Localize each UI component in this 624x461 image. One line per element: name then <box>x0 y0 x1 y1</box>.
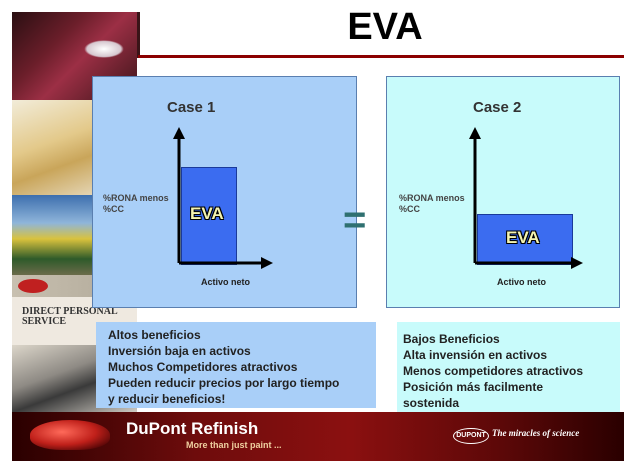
case1-bullet: Muchos Competidores atractivos <box>108 360 298 374</box>
case1-bullet: Inversión baja en activos <box>108 344 251 358</box>
case1-ylabel: %RONA menos %CC <box>103 193 169 215</box>
case1-eva-label: EVA <box>190 204 224 223</box>
case1-bullet: Pueden reducir precios por largo tiempo <box>108 376 340 390</box>
page-title: EVA <box>347 6 423 48</box>
dupont-logo-icon: DUPONT <box>453 428 489 444</box>
case2-ylabel-line-1: %RONA menos <box>399 193 465 203</box>
case1-ylabel-line-2: %CC <box>103 204 125 214</box>
case2-bullet: sostenida <box>403 396 460 410</box>
case2-bullet: Bajos Beneficios <box>403 332 500 346</box>
direct-service-line-2: SERVICE <box>22 316 67 327</box>
case2-ylabel-line-2: %CC <box>399 204 421 214</box>
case2-ylabel: %RONA menos %CC <box>399 193 465 215</box>
title-divider <box>137 12 140 58</box>
footer-brand: DuPont Refinish <box>126 419 259 438</box>
case1-bullet: y reducir beneficios! <box>108 392 226 406</box>
case2-bullet: Menos competidores atractivos <box>403 364 584 378</box>
title-bar <box>138 12 624 54</box>
case2-axes <box>469 127 583 269</box>
footer-tagline: More than just paint ... <box>186 440 282 450</box>
case2-bullet: Posición más facilmente <box>403 380 544 394</box>
case1-panel: Case 1 %RONA menos %CC EVA Activo neto <box>92 76 357 308</box>
footer-bar <box>12 412 624 461</box>
case1-ylabel-line-1: %RONA menos <box>103 193 169 203</box>
case2-bullet: Alta invensión en activos <box>403 348 548 362</box>
case1-eva-box <box>181 167 237 265</box>
case1-axes <box>173 127 273 269</box>
case1-xlabel: Activo neto <box>201 277 251 287</box>
equals-sign: = <box>343 198 367 242</box>
case2-eva-label: EVA <box>506 227 540 247</box>
title-underline <box>138 55 624 58</box>
case1-bullet: Altos beneficios <box>108 328 201 342</box>
direct-service-line-1: DIRECT PERSONAL <box>22 306 118 317</box>
case2-xlabel: Activo neto <box>497 277 547 287</box>
case2-panel: Case 2 %RONA menos %CC EVA Activo neto <box>386 76 620 308</box>
footer-slogan: The miracles of science <box>492 428 580 438</box>
case1-title: Case 1 <box>167 99 216 116</box>
footer-car-icon <box>30 420 110 450</box>
case2-title: Case 2 <box>473 99 522 116</box>
